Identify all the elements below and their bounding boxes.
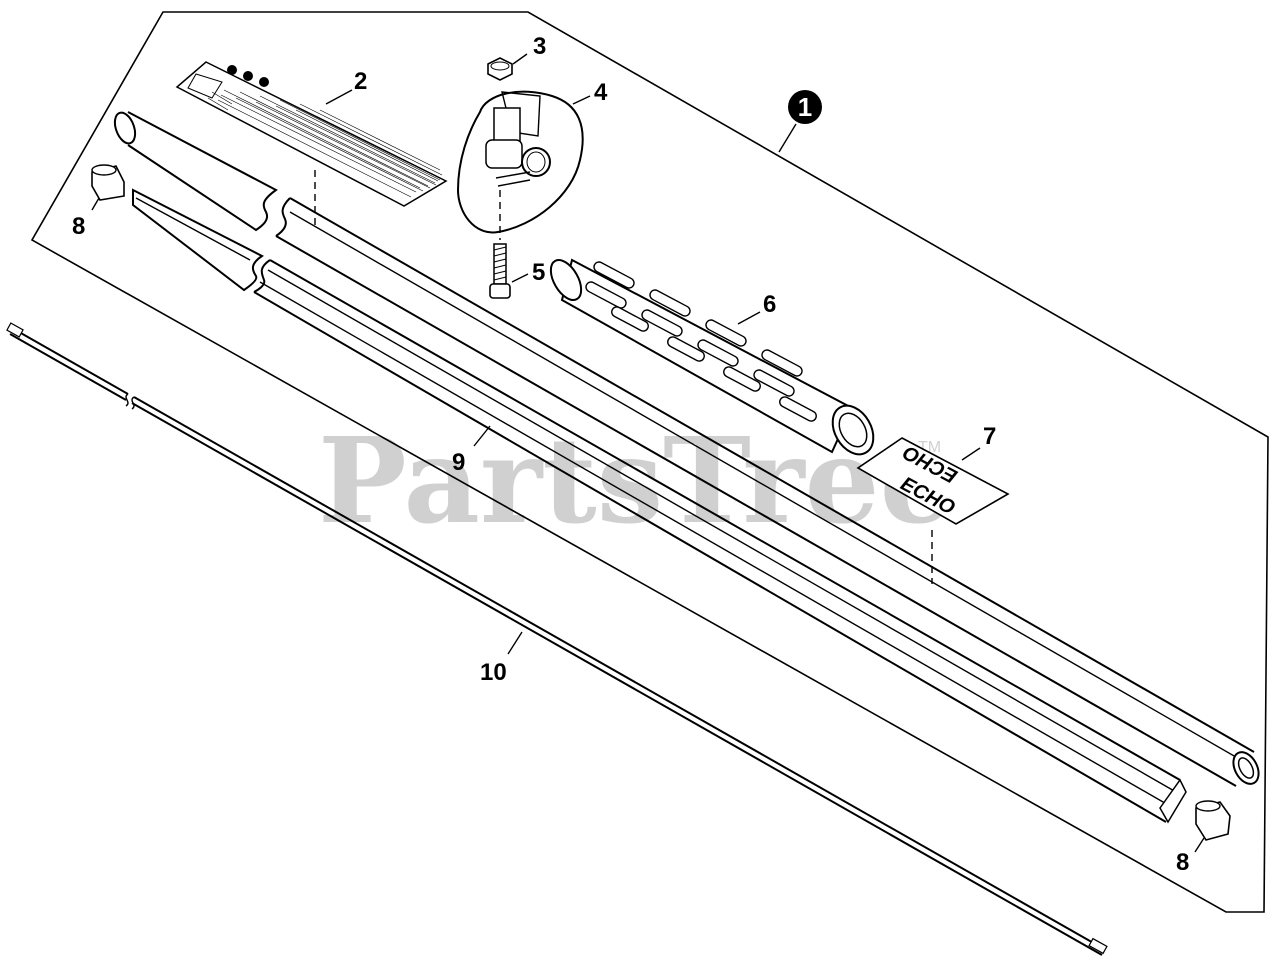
assembly-marker-label: 1	[798, 92, 812, 122]
part-3-nut[interactable]	[487, 53, 528, 81]
part-10-drive-shaft[interactable]	[6, 322, 1108, 956]
part-8-collar-left[interactable]	[91, 164, 125, 211]
callout-6[interactable]: 6	[763, 291, 776, 318]
part-4-handle-bracket[interactable]	[456, 90, 591, 240]
callout-labels: 2 3 4 5 6 7 8 8 9 10	[72, 33, 1189, 876]
leader-9	[473, 425, 491, 447]
callout-4[interactable]: 4	[594, 79, 608, 106]
part-8-collar-right[interactable]	[1194, 800, 1231, 853]
assembly-marker[interactable]: 1	[778, 90, 822, 153]
part-7-logo-decal[interactable]: ECHO ECHO	[856, 437, 1010, 584]
callout-8-right[interactable]: 8	[1176, 849, 1189, 876]
part-9-shaft-tube[interactable]	[111, 110, 1264, 788]
part-5-bolt[interactable]	[489, 243, 529, 299]
part-9-liner[interactable]	[132, 188, 1187, 824]
callout-9[interactable]: 9	[452, 449, 465, 476]
part-6-grip[interactable]	[545, 255, 882, 462]
callout-3[interactable]: 3	[533, 33, 546, 60]
callout-8-left[interactable]: 8	[72, 213, 85, 240]
callout-2[interactable]: 2	[354, 68, 367, 95]
part-2-warning-label[interactable]	[175, 61, 448, 230]
callout-10[interactable]: 10	[480, 659, 507, 686]
callout-7[interactable]: 7	[983, 423, 996, 450]
leader-2	[325, 89, 353, 105]
leader-10	[507, 631, 523, 655]
assembly-outline	[30, 11, 1269, 913]
callout-5[interactable]: 5	[532, 259, 545, 286]
